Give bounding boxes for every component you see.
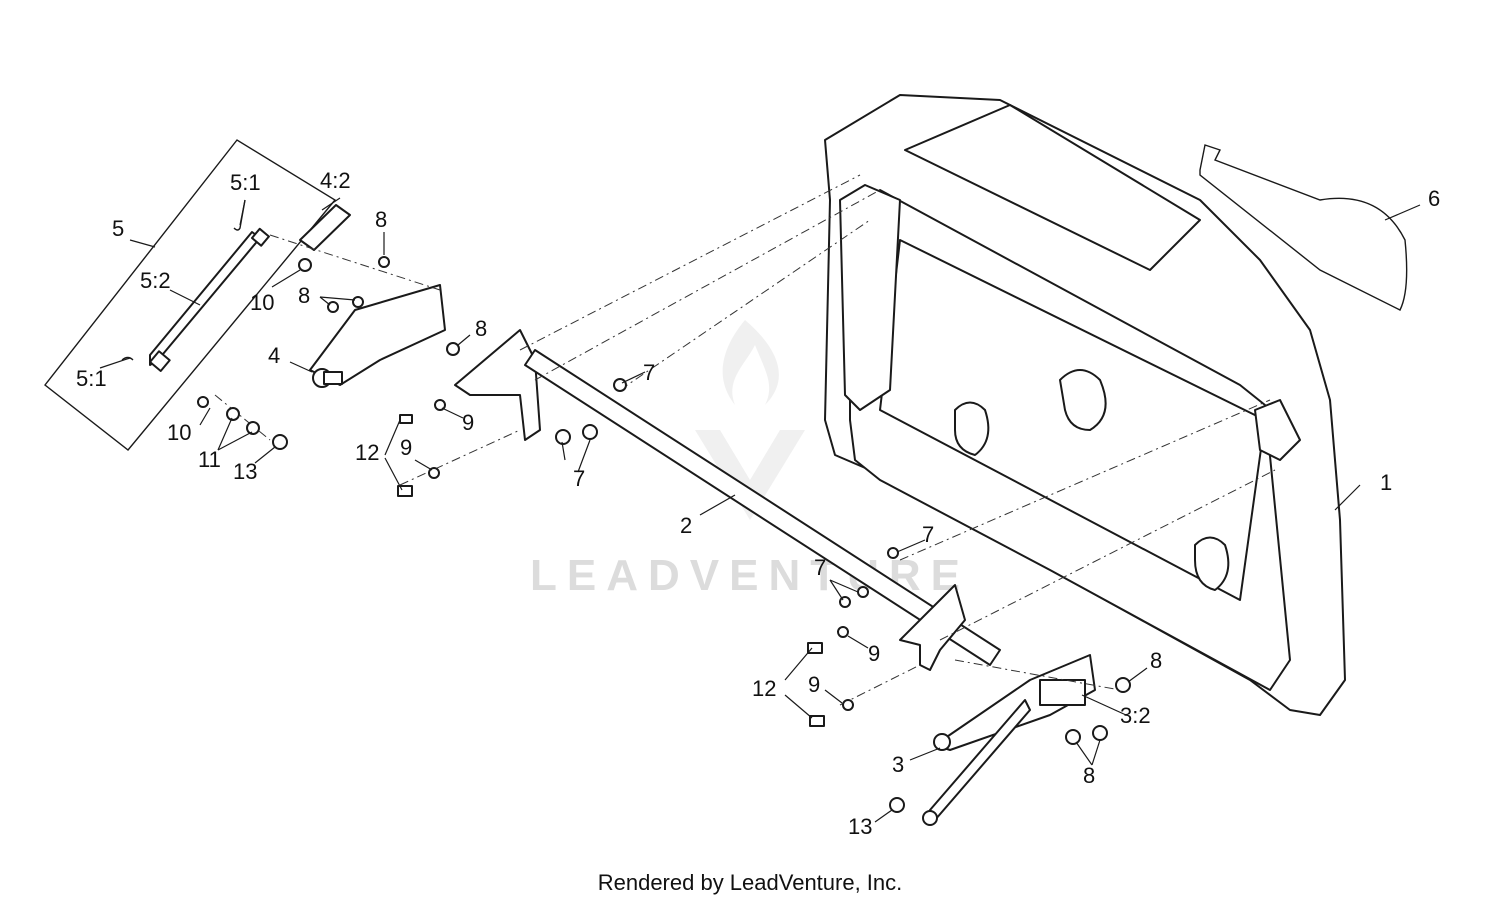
callout-8-b: 8 xyxy=(298,283,310,308)
callout-8-e: 8 xyxy=(1083,763,1095,788)
cross-tube xyxy=(524,349,1001,666)
watermark-logo xyxy=(695,320,805,520)
footer-credit: Rendered by LeadVenture, Inc. xyxy=(597,870,903,895)
callout-11: 11 xyxy=(198,447,221,472)
callout-8-c: 8 xyxy=(475,316,487,341)
callout-4: 4 xyxy=(268,343,280,368)
label-part-4-2 xyxy=(299,204,351,251)
callout-9-a: 9 xyxy=(462,410,474,435)
callout-1: 1 xyxy=(1380,470,1392,495)
gas-spring-kit-box xyxy=(44,139,337,451)
alignment-lines xyxy=(214,174,1276,706)
callout-7-d: 7 xyxy=(814,555,826,580)
callout-13-b: 13 xyxy=(848,814,872,839)
callout-12-b: 12 xyxy=(752,676,776,701)
callout-5: 5 xyxy=(112,216,124,241)
callout-9-b: 9 xyxy=(400,435,412,460)
callout-6: 6 xyxy=(1428,186,1440,211)
callout-3: 3 xyxy=(892,752,904,777)
callout-10-b: 10 xyxy=(167,420,191,445)
leader-lines xyxy=(99,197,1421,823)
callout-12-a: 12 xyxy=(355,440,379,465)
callout-7-b: 7 xyxy=(573,466,585,491)
hardware xyxy=(197,256,1131,826)
callout-5-1-top: 5:1 xyxy=(230,170,261,195)
callout-13-a: 13 xyxy=(233,459,257,484)
left-hinge-bracket xyxy=(309,284,446,388)
callout-5-2: 5:2 xyxy=(140,268,171,293)
callout-7-a: 7 xyxy=(643,360,655,385)
right-hinge-bracket xyxy=(899,584,1096,821)
callout-8-a: 8 xyxy=(375,207,387,232)
callout-8-d: 8 xyxy=(1150,648,1162,673)
callout-9-c: 9 xyxy=(868,641,880,666)
callout-10-a: 10 xyxy=(250,290,274,315)
callout-4-2: 4:2 xyxy=(320,168,351,193)
callout-2: 2 xyxy=(680,513,692,538)
callout-9-d: 9 xyxy=(808,672,820,697)
callout-3-2: 3:2 xyxy=(1120,703,1151,728)
callout-7-c: 7 xyxy=(922,522,934,547)
grass-catcher-hood xyxy=(824,94,1346,716)
left-mount-plate xyxy=(454,329,541,441)
decal-part-6 xyxy=(1199,144,1408,311)
callout-5-1-bottom: 5:1 xyxy=(76,366,107,391)
